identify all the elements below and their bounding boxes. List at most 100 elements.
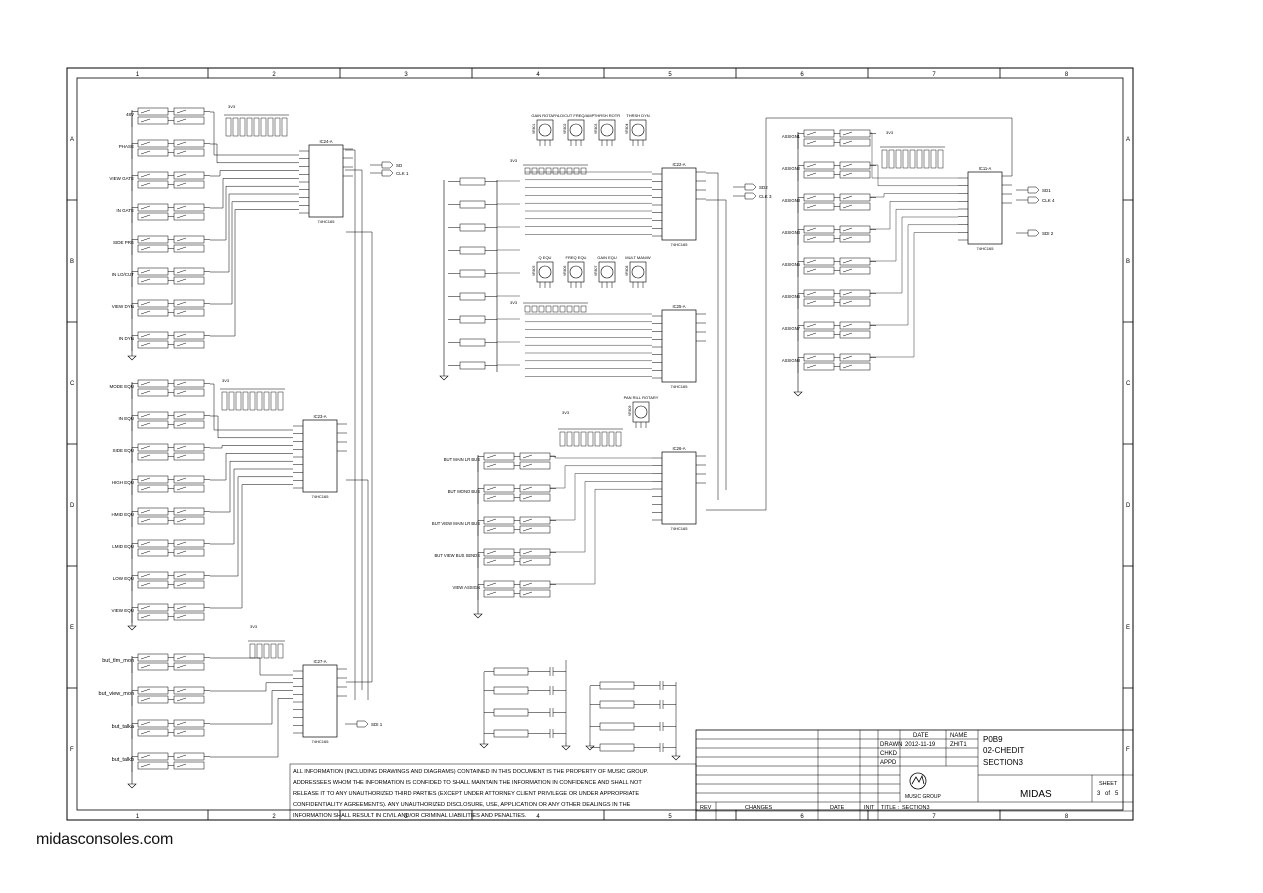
resistor [459, 292, 486, 301]
switch-body [173, 548, 205, 557]
switch-body [803, 362, 835, 371]
wire [140, 237, 151, 242]
sheet-label: SHEET [1099, 781, 1118, 787]
grid-col-label: 4 [536, 72, 540, 78]
wire [176, 445, 187, 450]
switch-label: PHASE [119, 144, 134, 149]
pot-knob-icon [569, 265, 583, 279]
wire [486, 454, 497, 459]
switch-body [803, 161, 835, 170]
switch-group-left-bottom: but_tlm_monbut_view_monbut_talkabut_talk… [99, 653, 210, 789]
resistor [531, 305, 538, 313]
switch-body [137, 411, 169, 420]
switch-body [839, 234, 871, 243]
switch-body [137, 516, 169, 525]
ground-triangle [127, 783, 137, 789]
wire [486, 527, 497, 532]
switch-body [137, 388, 169, 397]
switch-body [839, 129, 871, 138]
resistor [246, 117, 253, 137]
switch-pair: ASSIGN6 [782, 289, 876, 309]
wire [806, 355, 817, 360]
signal-sdi2: SDI 2 [1042, 231, 1054, 236]
resistor [267, 117, 274, 137]
resistor [559, 167, 566, 175]
switch-body [173, 107, 205, 116]
switch-body [803, 193, 835, 202]
switch-pair: PHASE [119, 139, 210, 159]
switch-body [137, 548, 169, 557]
footer-url[interactable]: midasconsoles.com [36, 831, 174, 848]
ic-type: 74HC165 [671, 242, 689, 247]
resistor [260, 117, 267, 137]
wire [176, 550, 187, 555]
pot-label: PAN RILL ROTARY [624, 395, 659, 400]
pot-label: GAIN ROTARY [531, 113, 559, 118]
wire [842, 172, 853, 177]
wire [176, 605, 187, 610]
wire [522, 559, 533, 564]
resistor [531, 167, 538, 175]
wire [842, 236, 853, 241]
switch-body [803, 266, 835, 275]
ic-body [661, 451, 697, 525]
changes-label: CHANGES [745, 805, 773, 811]
switch-pair: ASSIGN1 [782, 129, 876, 149]
wire [140, 518, 151, 523]
resistor-array [523, 302, 588, 313]
switch-pair: BUT MONO BUS [448, 484, 556, 504]
wire [486, 582, 497, 587]
resistor [459, 223, 486, 232]
switch-body [173, 340, 205, 349]
drawing-code: 02-CHEDIT [983, 746, 1024, 755]
resistor [888, 149, 895, 169]
init-label: INIT [864, 805, 875, 811]
wire [176, 573, 187, 578]
switch-body [173, 308, 205, 317]
grid-col-label: 5 [668, 72, 672, 78]
switch-body [173, 484, 205, 493]
name-label: NAME [950, 733, 967, 739]
wire [140, 486, 151, 491]
grid-col-label: 5 [668, 814, 672, 820]
signal-sdi1: SDI 1 [371, 722, 383, 727]
switch-pair: VIEW GATE [109, 171, 210, 191]
switch-label: but_talka [112, 724, 135, 730]
switch-body [137, 580, 169, 589]
switch-body [803, 234, 835, 243]
switch-label: ASSIGN3 [782, 198, 801, 203]
ic-power-pins [493, 667, 529, 676]
wire [140, 182, 151, 187]
pot-label: THRSH DYN [626, 113, 649, 118]
ground-icon [479, 740, 489, 749]
wire [486, 486, 497, 491]
switch-body [839, 353, 871, 362]
resistor [459, 200, 486, 209]
switch-body [173, 411, 205, 420]
title-label: TITLE : [881, 805, 900, 811]
project-code: P0B9 [983, 735, 1003, 744]
ground-icon [561, 742, 571, 751]
switch-body [137, 180, 169, 189]
wire [176, 301, 187, 306]
wire [140, 763, 151, 768]
wire [140, 614, 151, 619]
grid-col-label: 8 [1065, 814, 1069, 820]
wire [140, 582, 151, 587]
wire [522, 518, 533, 523]
wire [842, 163, 853, 168]
wire [176, 333, 187, 338]
switch-body [173, 203, 205, 212]
resistor-array [248, 640, 285, 659]
switch-pair: ASSIGN2 [782, 161, 876, 181]
switch-body [173, 662, 205, 671]
port-icon [1027, 186, 1040, 194]
port-icon [744, 183, 757, 191]
switch-body [803, 202, 835, 211]
pot-body [598, 119, 616, 141]
